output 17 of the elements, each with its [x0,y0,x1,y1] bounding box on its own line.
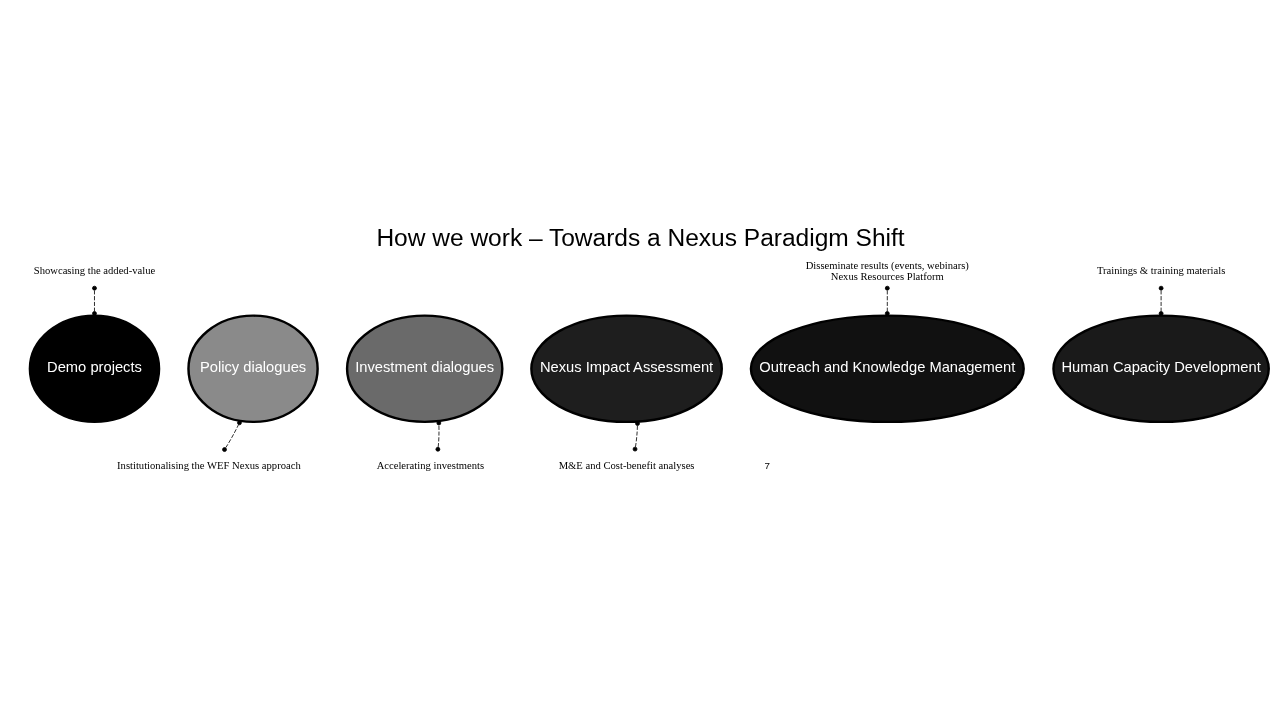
node-text: Trainings & training materials [1096,265,1226,277]
node-text: Disseminate results (events, webinars) Nexus Resources Platform [805,259,969,282]
node-ellipse: Outreach and Knowledge Management [749,314,1025,424]
connector [1158,285,1164,316]
connector [222,420,242,452]
node-ellipse: Demo projects [28,314,161,424]
connector [435,420,442,452]
node-text: M&E and Cost-benefit analyses [558,459,695,471]
label: 7 [764,459,770,471]
node-text: Accelerating investments [376,459,485,471]
node-text: Showcasing the added-value [33,265,156,277]
node-text: Institutionalising the WEF Nexus approach [117,459,301,471]
diagram-title: How we work – Towards a Nexus Paradigm Shift [376,224,905,252]
node-ellipse: Human Capacity Development [1052,314,1270,424]
connector [632,421,640,452]
connector [92,285,97,316]
connector [884,285,890,316]
